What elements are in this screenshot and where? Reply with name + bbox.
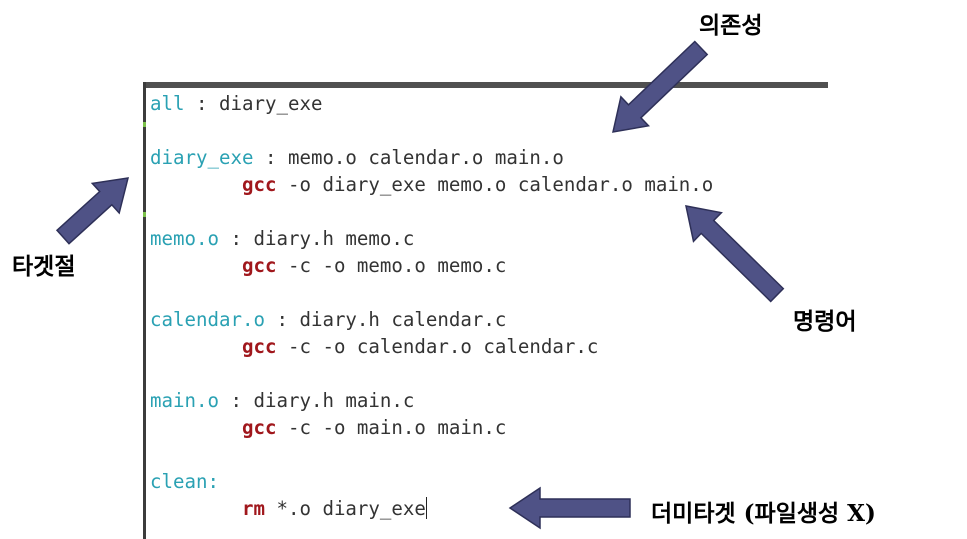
command-keyword: rm: [241, 497, 265, 520]
text-cursor: [425, 497, 427, 519]
rule-prerequisites: : diary_exe: [184, 92, 323, 115]
editor-left-border: [143, 82, 146, 539]
code-line: calendar.o : diary.h calendar.c: [150, 306, 713, 333]
code-line: gcc -o diary_exe memo.o calendar.o main.…: [150, 171, 713, 198]
code-line: memo.o : diary.h memo.c: [150, 225, 713, 252]
rule-target: memo.o: [150, 227, 219, 250]
command-keyword: gcc: [241, 335, 277, 358]
label-dependency: 의존성: [699, 13, 763, 39]
code-line: clean:: [150, 468, 713, 495]
command-keyword: gcc: [241, 173, 277, 196]
rule-target: calendar.o: [150, 308, 265, 331]
line-marker: [143, 212, 146, 217]
command-keyword: gcc: [241, 416, 277, 439]
arrow-command: [685, 205, 785, 303]
rule-prerequisites: : memo.o calendar.o main.o: [253, 146, 564, 169]
rule-prerequisites: : diary.h main.c: [218, 389, 415, 412]
code-line: diary_exe : memo.o calendar.o main.o: [150, 144, 713, 171]
label-command: 명령어: [793, 309, 857, 335]
code-line: main.o : diary.h main.c: [150, 387, 713, 414]
rule-prerequisites: : diary.h memo.c: [218, 227, 415, 250]
code-line: all : diary_exe: [150, 90, 713, 117]
rule-prerequisites: : diary.h calendar.c: [264, 308, 507, 331]
arrow-target-line: [55, 177, 130, 245]
arrow-dependency: [612, 40, 709, 133]
command-args: -c -o main.o main.c: [276, 416, 507, 439]
rule-target: diary_exe: [150, 146, 254, 169]
arrow-dummy-target: [508, 486, 631, 530]
rule-target: main.o: [150, 389, 219, 412]
rule-target: clean:: [150, 470, 219, 493]
command-args: *.o diary_exe: [264, 497, 426, 520]
rule-target: all: [150, 92, 185, 115]
command-args: -c -o calendar.o calendar.c: [276, 335, 599, 358]
editor-top-border: [145, 82, 828, 88]
code-line: rm *.o diary_exe: [150, 495, 713, 522]
command-args: -c -o memo.o memo.c: [276, 254, 507, 277]
command-args: -o diary_exe memo.o calendar.o main.o: [276, 173, 714, 196]
makefile-code[interactable]: all : diary_exe diary_exe : memo.o calend…: [150, 90, 713, 522]
code-line: gcc -c -o main.o main.c: [150, 414, 713, 441]
command-keyword: gcc: [241, 254, 277, 277]
label-dummy-target: 더미타겟 (파일생성 X): [651, 500, 876, 527]
line-marker: [143, 122, 146, 127]
code-line: gcc -c -o calendar.o calendar.c: [150, 333, 713, 360]
label-target-line: 타겟절: [12, 254, 76, 280]
code-line: gcc -c -o memo.o memo.c: [150, 252, 713, 279]
